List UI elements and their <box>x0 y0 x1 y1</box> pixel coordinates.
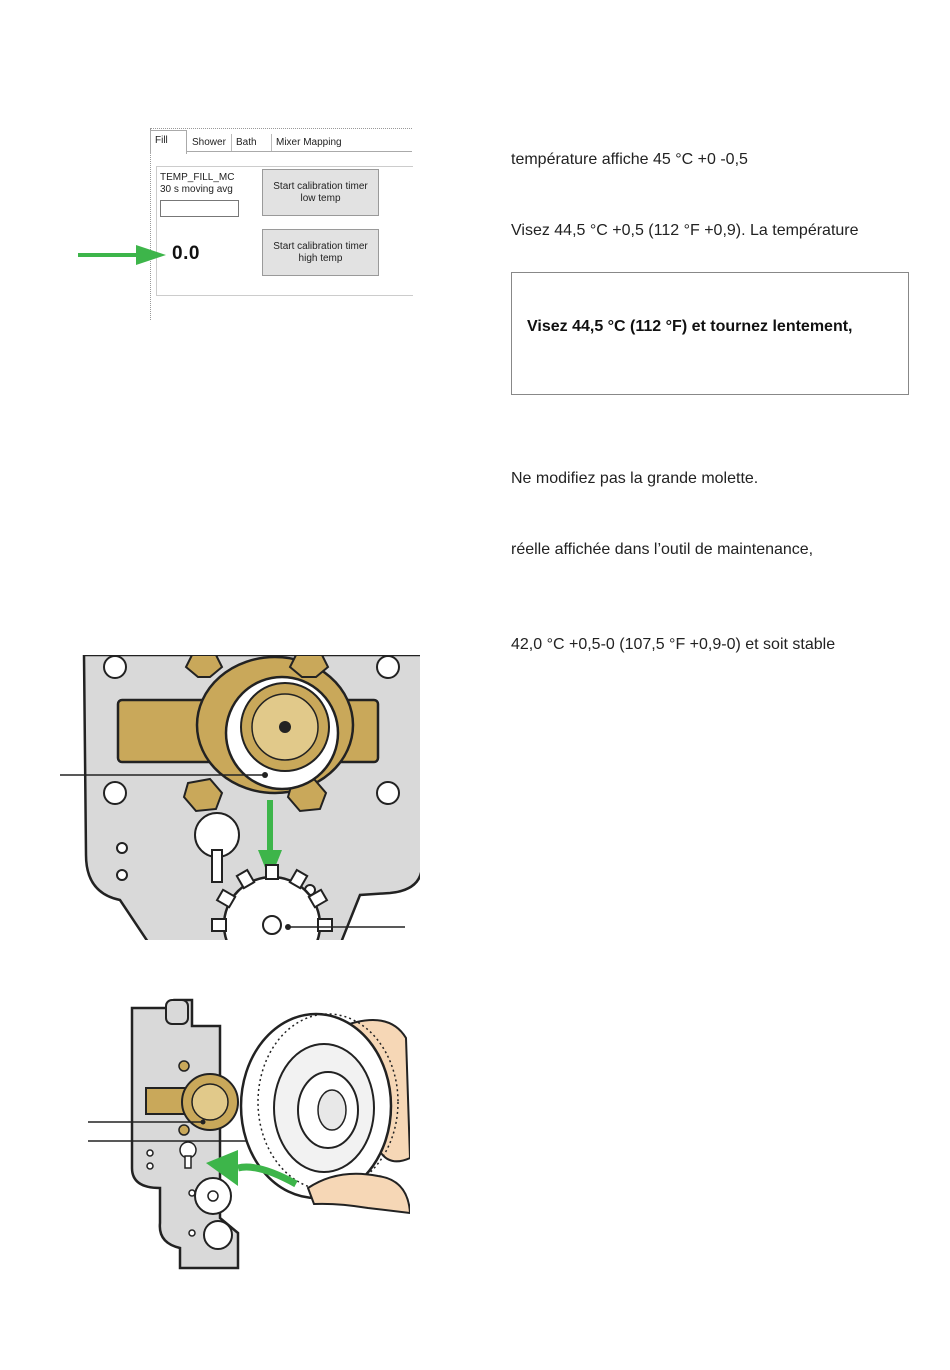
valve-plate-illustration <box>60 655 420 940</box>
large-wheel-rotation-illustration <box>88 998 410 1270</box>
fill-tab-content <box>156 166 413 296</box>
maintenance-tool-screenshot: Fill Shower Bath Mixer Mapping TEMP_FILL… <box>150 128 413 320</box>
tab-fill[interactable]: Fill <box>150 130 187 154</box>
low-button-line1: Start calibration timer <box>273 180 368 192</box>
panel-left-border <box>150 128 152 320</box>
tab-underline <box>186 151 412 152</box>
temp-value-field[interactable] <box>160 200 239 217</box>
variable-name-label: TEMP_FILL_MC <box>160 172 235 183</box>
start-calibration-high-button[interactable]: Start calibration timer high temp <box>262 229 379 276</box>
instruction-line-3: Ne modifiez pas la grande molette. <box>511 470 759 487</box>
instruction-line-4: réelle affichée dans l’outil de maintena… <box>511 541 814 558</box>
tab-bath[interactable]: Bath <box>232 134 272 152</box>
note-text: Visez 44,5 °C (112 °F) et tournez lentem… <box>527 318 853 335</box>
tab-bar: Fill Shower Bath Mixer Mapping <box>150 130 412 154</box>
instruction-line-2: Visez 44,5 °C +0,5 (112 °F +0,9). La tem… <box>511 222 859 239</box>
instruction-line-1: température affiche 45 °C +0 -0,5 <box>511 151 748 168</box>
tab-mixer-mapping[interactable]: Mixer Mapping <box>276 137 342 148</box>
start-calibration-low-button[interactable]: Start calibration timer low temp <box>262 169 379 216</box>
tab-shower[interactable]: Shower <box>188 134 232 152</box>
variable-subtitle-label: 30 s moving avg <box>160 184 233 195</box>
green-arrow-right-icon <box>78 245 166 265</box>
note-box: Visez 44,5 °C (112 °F) et tournez lentem… <box>511 272 909 395</box>
high-button-line2: high temp <box>298 252 343 264</box>
low-button-line2: low temp <box>300 192 341 204</box>
panel-top-border <box>150 128 412 129</box>
instruction-line-5: 42,0 °C +0,5-0 (107,5 °F +0,9-0) et soit… <box>511 636 836 653</box>
high-button-line1: Start calibration timer <box>273 240 368 252</box>
temperature-readout: 0.0 <box>172 243 200 264</box>
